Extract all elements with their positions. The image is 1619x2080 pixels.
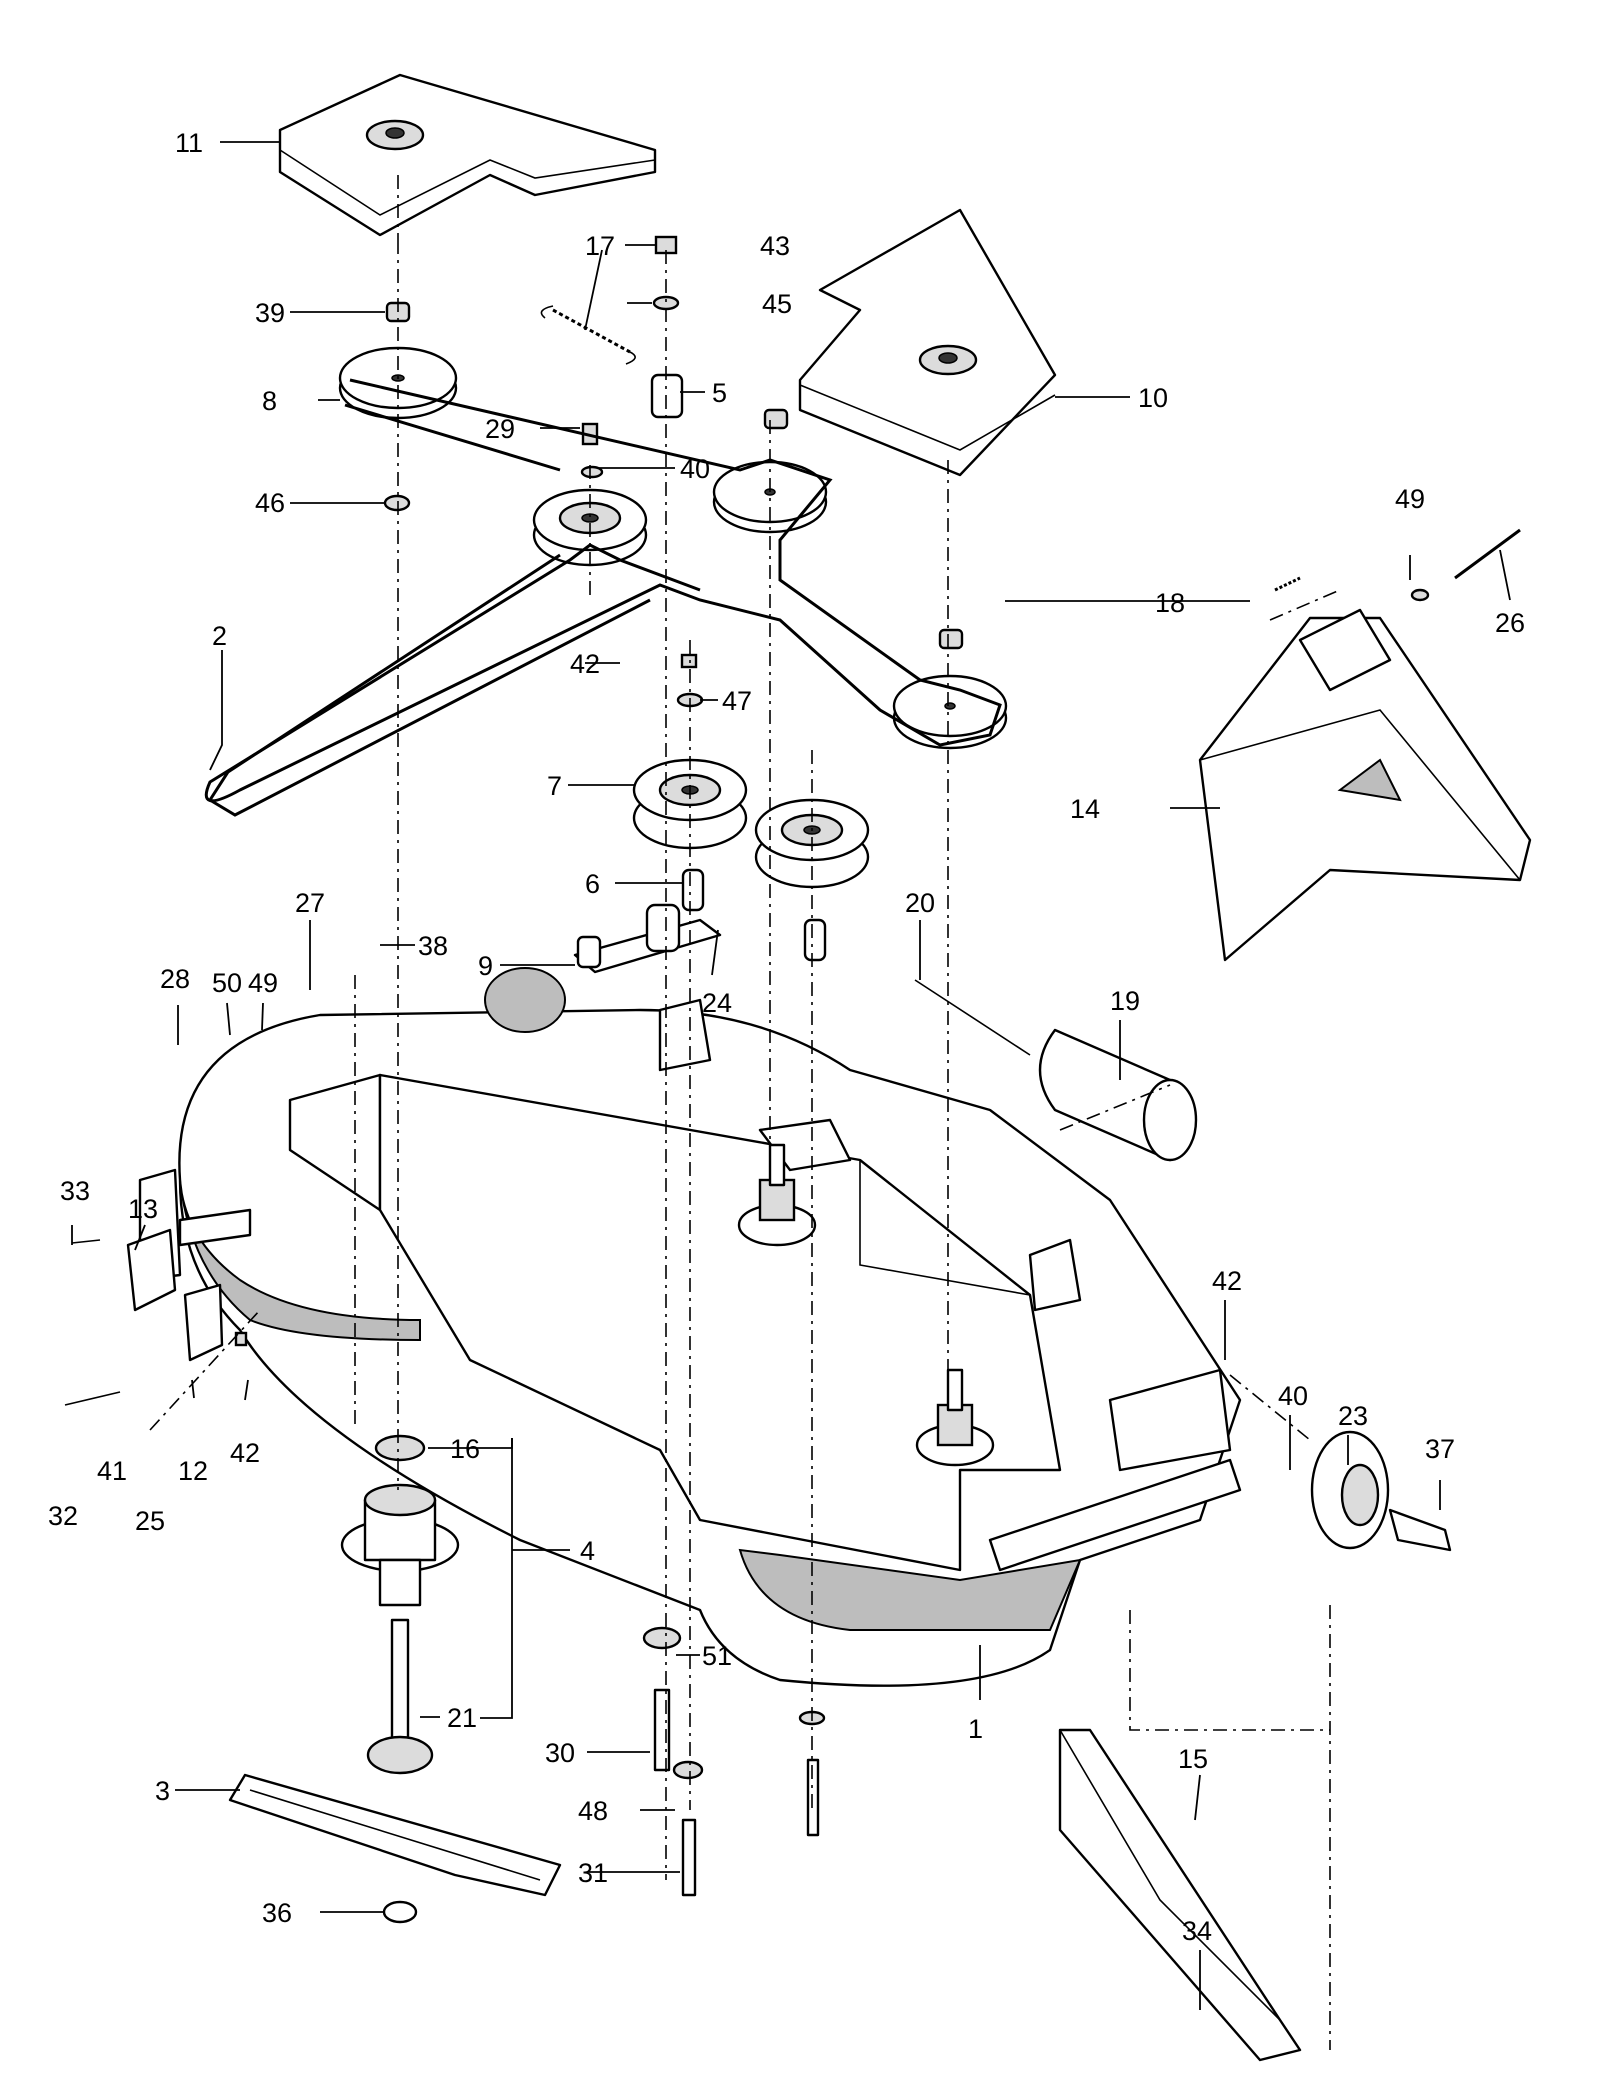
callout-43: 43 <box>760 231 790 261</box>
deck-brackets <box>64 1228 248 1406</box>
idler-arm <box>573 868 827 974</box>
callout-10: 10 <box>1138 383 1168 413</box>
callout-14: 14 <box>1070 794 1100 824</box>
callout-50: 50 <box>212 968 242 998</box>
callout-20: 20 <box>905 888 935 918</box>
callout-18: 18 <box>1155 588 1185 618</box>
callout-7: 7 <box>547 771 562 801</box>
callout-34: 34 <box>1182 1916 1212 1946</box>
callout-8: 8 <box>262 386 277 416</box>
callout-28: 28 <box>160 964 190 994</box>
callout-labels: 1 2 3 4 5 6 7 8 9 10 11 12 13 14 15 16 1… <box>48 128 1525 1946</box>
callout-37: 37 <box>1425 1434 1455 1464</box>
callout-39: 39 <box>255 298 285 328</box>
callout-48: 48 <box>578 1796 608 1826</box>
callout-47: 47 <box>722 686 752 716</box>
callout-24: 24 <box>702 988 732 1018</box>
callout-41: 41 <box>97 1456 127 1486</box>
callout-19: 19 <box>1110 986 1140 1016</box>
deck-spindle-right <box>915 1368 995 1467</box>
gauge-wheel <box>1310 1430 1452 1552</box>
callout-42b: 42 <box>230 1438 260 1468</box>
callout-33: 33 <box>60 1176 90 1206</box>
callout-9: 9 <box>478 951 493 981</box>
mower-deck <box>178 967 1242 1687</box>
callout-11: 11 <box>175 128 203 158</box>
spindle-assembly <box>340 1434 460 1775</box>
callout-42c: 42 <box>1212 1266 1242 1296</box>
callout-6: 6 <box>585 869 600 899</box>
leader-lines <box>71 141 1511 2010</box>
callout-23: 23 <box>1338 1401 1368 1431</box>
callout-25: 25 <box>135 1506 165 1536</box>
callout-40a: 40 <box>680 454 710 484</box>
callout-42a: 42 <box>570 649 600 679</box>
callout-13: 13 <box>128 1194 158 1224</box>
callout-21: 21 <box>447 1703 477 1733</box>
callout-46: 46 <box>255 488 285 518</box>
callout-27: 27 <box>295 888 325 918</box>
callout-26: 26 <box>1495 608 1525 638</box>
callout-36: 36 <box>262 1898 292 1928</box>
callout-31: 31 <box>578 1858 608 1888</box>
callout-51: 51 <box>702 1641 732 1671</box>
callout-45: 45 <box>762 289 792 319</box>
callout-32: 32 <box>48 1501 78 1531</box>
callout-3: 3 <box>155 1776 170 1806</box>
callout-1: 1 <box>968 1714 983 1744</box>
callout-2: 2 <box>212 621 227 651</box>
callout-16: 16 <box>450 1434 480 1464</box>
chute-rod-and-spring <box>1274 528 1521 602</box>
callout-38: 38 <box>418 931 448 961</box>
discharge-chute <box>1198 608 1532 962</box>
callout-30: 30 <box>545 1738 575 1768</box>
callout-49b: 49 <box>1395 484 1425 514</box>
callout-17: 17 <box>585 231 615 261</box>
alignment-lines <box>149 175 1341 2050</box>
deck-spindle-center <box>737 1143 817 1247</box>
tension-spring <box>540 305 636 365</box>
callout-15: 15 <box>1178 1744 1208 1774</box>
mower-blade <box>228 1773 562 1924</box>
side-baffle <box>1058 1728 1302 2062</box>
belt-cover-left <box>278 73 657 237</box>
belt-cover-right <box>798 208 1057 477</box>
callout-29: 29 <box>485 414 515 444</box>
callout-40b: 40 <box>1278 1381 1308 1411</box>
drive-belt <box>204 378 1002 817</box>
callout-5: 5 <box>712 378 727 408</box>
roller-assembly <box>914 979 1198 1162</box>
callout-12: 12 <box>178 1456 208 1486</box>
callout-49a: 49 <box>248 968 278 998</box>
callout-4: 4 <box>580 1536 595 1566</box>
